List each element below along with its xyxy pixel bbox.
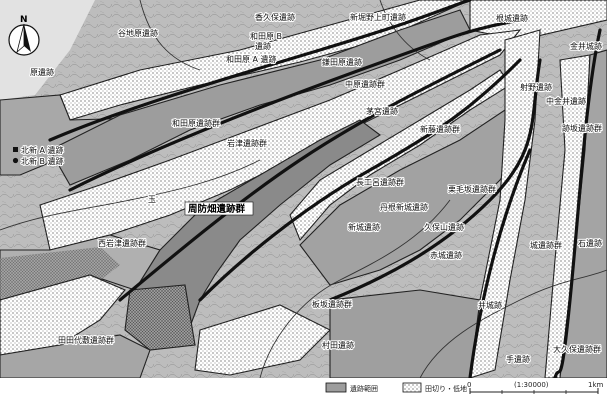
legend-lowland-label: 田切り・低地 (425, 384, 467, 393)
river-line (468, 148, 532, 380)
site-label: 鎌田原遺跡 (322, 57, 362, 67)
river-line (118, 48, 502, 302)
site-label: 中原遺跡群 (345, 79, 385, 89)
river-line (68, 18, 522, 192)
site-area (49, 9, 471, 186)
site-label: 和田原遺跡群 (172, 118, 220, 128)
emphasized-label-box (184, 201, 254, 216)
north-label: N (20, 15, 28, 25)
site-label: 赤城遺跡 (430, 250, 462, 260)
legend-site-label: 遺跡範囲 (350, 384, 378, 393)
site-label: 茅宮遺跡 (366, 106, 398, 116)
site-label: 和田原 B (250, 32, 282, 41)
river-line (48, 0, 472, 142)
site-label: 新堀野上町遺跡 (350, 12, 406, 22)
site-area (329, 289, 481, 379)
road-line (419, 269, 607, 379)
site-label: 金井城跡 (570, 41, 602, 51)
river-line (553, 28, 602, 380)
site-label: 石遺跡 (578, 238, 602, 248)
site-label: 板坂遺跡群 (312, 299, 352, 309)
site-label: 北新 A 遺跡 (21, 145, 64, 155)
site-label: 長工呂遺跡群 (356, 177, 404, 187)
scale-start-label: 0 (467, 381, 471, 389)
emphasized-site-label: 周防畑遺跡群 (188, 203, 246, 215)
legend-bar (0, 378, 607, 396)
site-label: 原遺跡 (30, 67, 54, 77)
site-label: 城遺跡群 (530, 240, 562, 250)
north-arrow-icon: N (8, 15, 40, 56)
site-label: 跡坂遺跡群 (562, 123, 602, 133)
road-line (379, 0, 431, 61)
lowland-area (39, 29, 522, 251)
site-label: 新城遺跡 (348, 222, 380, 232)
site-label: 井城跡 (478, 300, 502, 310)
lowland-area (59, 0, 471, 121)
site-marker-icon (13, 147, 18, 152)
scale-bar: 0 (1:30000) 1km (467, 381, 604, 394)
site-label: 遺跡 (255, 41, 271, 51)
site-area-hatched (124, 284, 196, 351)
site-label: 手遺跡 (506, 354, 530, 364)
site-label: 栗毛坂遺跡群 (448, 184, 496, 194)
site-label: 村田遺跡 (322, 340, 354, 350)
legend-site-swatch (325, 382, 347, 393)
lowland-area (194, 304, 331, 376)
site-label: 西岩津遺跡群 (98, 238, 146, 248)
site-label: 中金井遺跡 (546, 96, 586, 106)
site-label: 谷地原遺跡 (118, 28, 158, 38)
site-label: 丹根新城遺跡 (380, 202, 428, 212)
site-label: 田田代敷遺跡群 (58, 335, 114, 345)
site-label: 和田原 A 遺跡 (226, 54, 277, 64)
site-area (0, 334, 151, 379)
site-label: 射野遺跡 (520, 82, 552, 92)
road-line (139, 0, 201, 71)
site-label: 北新 B 遺跡 (21, 156, 64, 166)
lowland-area (0, 274, 126, 356)
site-marker-icon (12, 157, 19, 164)
scale-ratio-label: (1:30000) (514, 381, 549, 389)
site-label: 大久保遺跡群 (553, 344, 601, 354)
site-label: 根城遺跡 (496, 13, 528, 23)
road-line (259, 199, 451, 379)
river-line (328, 58, 542, 302)
road-line (0, 159, 261, 231)
legend-lowland-swatch (402, 382, 422, 393)
lowland-area (469, 0, 607, 41)
site-label: 新藤遺跡群 (420, 124, 460, 134)
site-label: 久保山遺跡 (424, 222, 464, 232)
site-label: 玉 (148, 195, 156, 204)
site-label: 香久保遺跡 (255, 12, 295, 22)
site-label: 岩津遺跡群 (227, 138, 267, 148)
scale-end-label: 1km (588, 381, 604, 389)
river-line (198, 58, 522, 302)
